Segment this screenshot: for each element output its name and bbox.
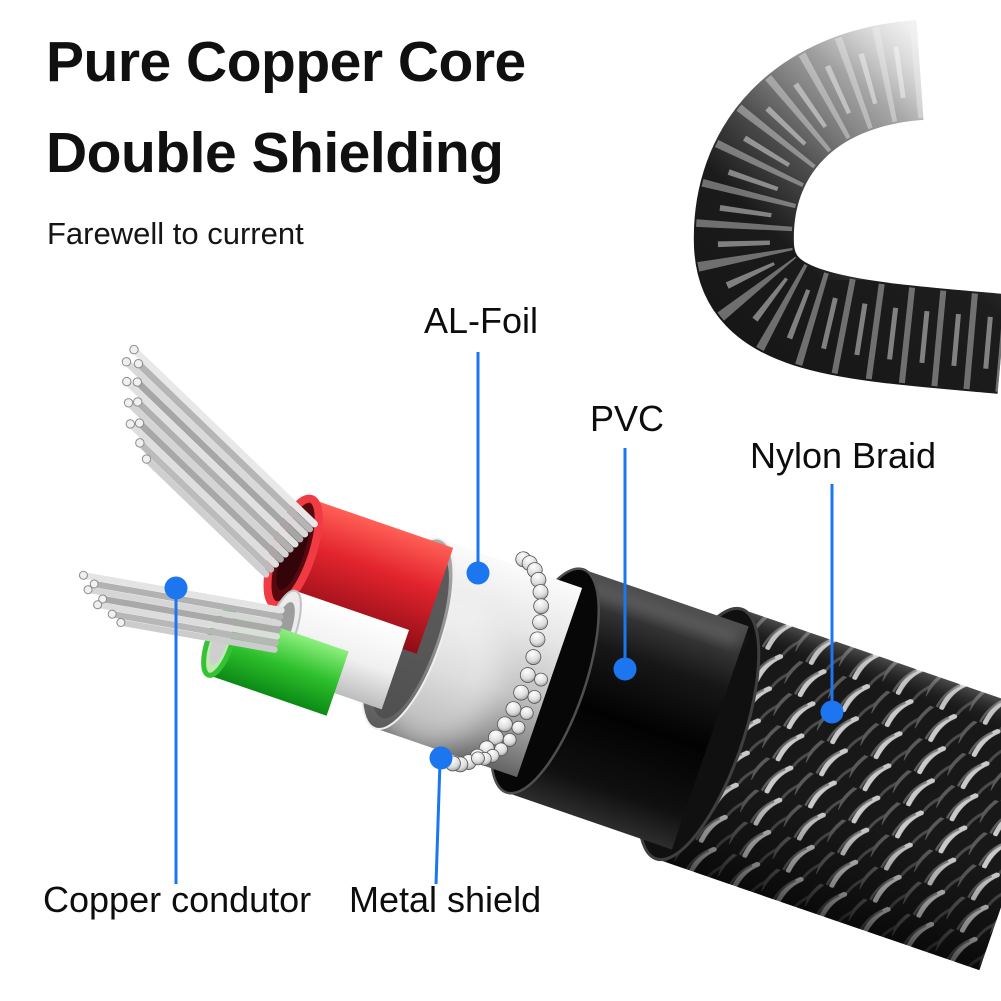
copper-conductor-dot — [164, 576, 188, 600]
loop-fade-overlay — [690, 0, 1001, 280]
callout-dots — [164, 561, 844, 770]
pvc-dot — [613, 657, 637, 681]
metal-shield-leader-line — [434, 761, 442, 885]
pvc-label: PVC — [589, 398, 665, 439]
page-subtitle: Farewell to current — [47, 216, 304, 251]
callout-leaders — [174, 352, 834, 885]
page-title-line-1: Pure Copper Core — [46, 30, 526, 94]
copper-strand-bundle-upper — [121, 344, 318, 578]
metal-shield-dot — [429, 746, 453, 770]
braided-cable-loop — [690, 0, 1001, 394]
copper-conductor-label: Copper condutor — [43, 879, 312, 920]
nylon-braid-dot — [820, 700, 844, 724]
al-foil-label: AL-Foil — [423, 300, 539, 341]
al-foil-dot — [466, 561, 490, 585]
nylon-braid-label: Nylon Braid — [749, 435, 937, 476]
page-title-line-2: Double Shielding — [46, 121, 504, 185]
metal-shield-label: Metal shield — [349, 879, 542, 920]
copper-strand-bundle-lower — [78, 570, 285, 653]
cable-cross-section — [78, 344, 1001, 971]
metal-shield-ring — [445, 551, 550, 773]
